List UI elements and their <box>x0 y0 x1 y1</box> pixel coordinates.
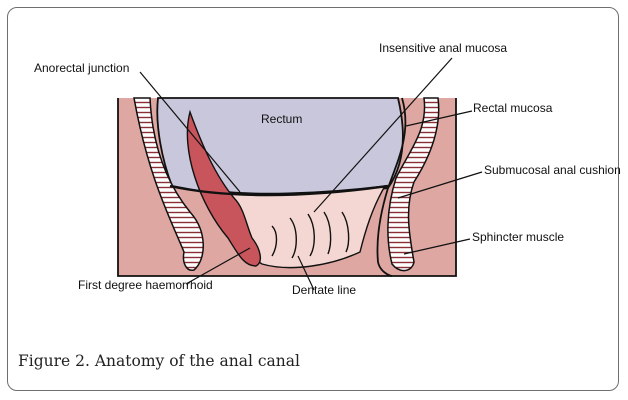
label-rectum: Rectum <box>261 112 302 126</box>
label-dentate-line: Dentate line <box>292 283 356 297</box>
label-sphincter-muscle: Sphincter muscle <box>472 230 564 244</box>
label-submucosal-anal-cushion: Submucosal anal cushion <box>484 163 621 177</box>
label-first-degree-haemorrhoid: First degree haemorrhoid <box>78 278 213 292</box>
label-anorectal-junction: Anorectal junction <box>34 61 129 75</box>
figure-caption: Figure 2. Anatomy of the anal canal <box>18 352 300 370</box>
label-insensitive-anal-mucosa: Insensitive anal mucosa <box>379 41 507 55</box>
label-rectal-mucosa: Rectal mucosa <box>473 101 553 115</box>
